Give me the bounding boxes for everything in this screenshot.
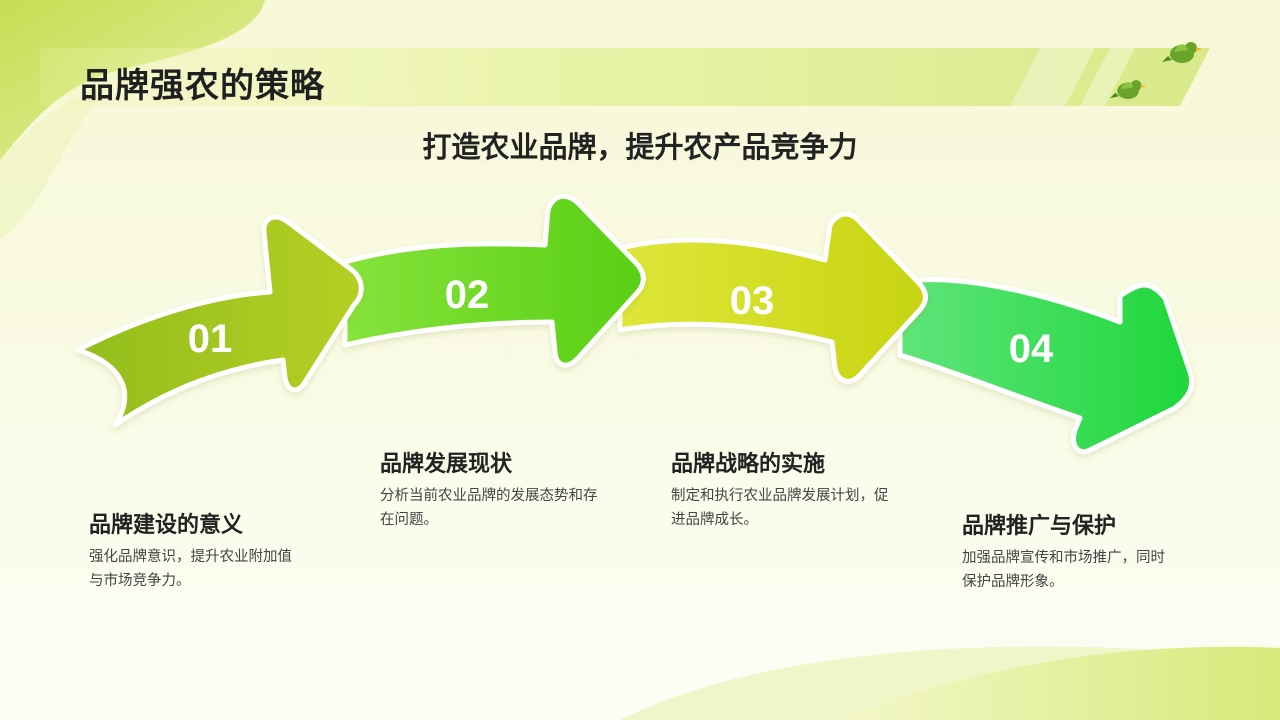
step-number-02: 02 <box>445 273 490 317</box>
banner-stripe <box>1010 48 1095 106</box>
arrow-04 <box>897 277 1195 455</box>
step-number-04: 04 <box>1009 327 1054 371</box>
step-desc-01: 强化品牌意识，提升农业附加值与市场竞争力。 <box>89 549 292 589</box>
bottom-wave-dark <box>840 646 1280 720</box>
step-title-03: 品牌战略的实施 <box>671 452 826 477</box>
step-desc-02: 分析当前农业品牌的发展态势和存在问题。 <box>380 488 598 528</box>
step-desc-03: 制定和执行农业品牌发展计划，促进品牌成长。 <box>671 488 889 528</box>
step-title-01: 品牌建设的意义 <box>89 513 244 538</box>
corner-blob-soft <box>0 85 110 240</box>
step-number-01: 01 <box>188 317 233 361</box>
arrow-01 <box>75 214 364 428</box>
step-title-04: 品牌推广与保护 <box>962 514 1117 539</box>
arrow-03 <box>617 211 928 384</box>
page-subtitle: 打造农业品牌，提升农产品竞争力 <box>422 130 858 164</box>
title-banner <box>40 48 1210 106</box>
bird-icon <box>1162 42 1202 63</box>
arrow-02 <box>342 193 646 368</box>
corner-blob <box>0 0 265 160</box>
bird-icon <box>1110 80 1146 99</box>
banner-stripe <box>1080 48 1135 106</box>
step-title-02: 品牌发展现状 <box>380 452 513 477</box>
page-title: 品牌强农的策略 <box>80 66 325 106</box>
step-number-03: 03 <box>730 279 775 323</box>
step-desc-04: 加强品牌宣传和市场推广，同时保护品牌形象。 <box>962 550 1165 590</box>
